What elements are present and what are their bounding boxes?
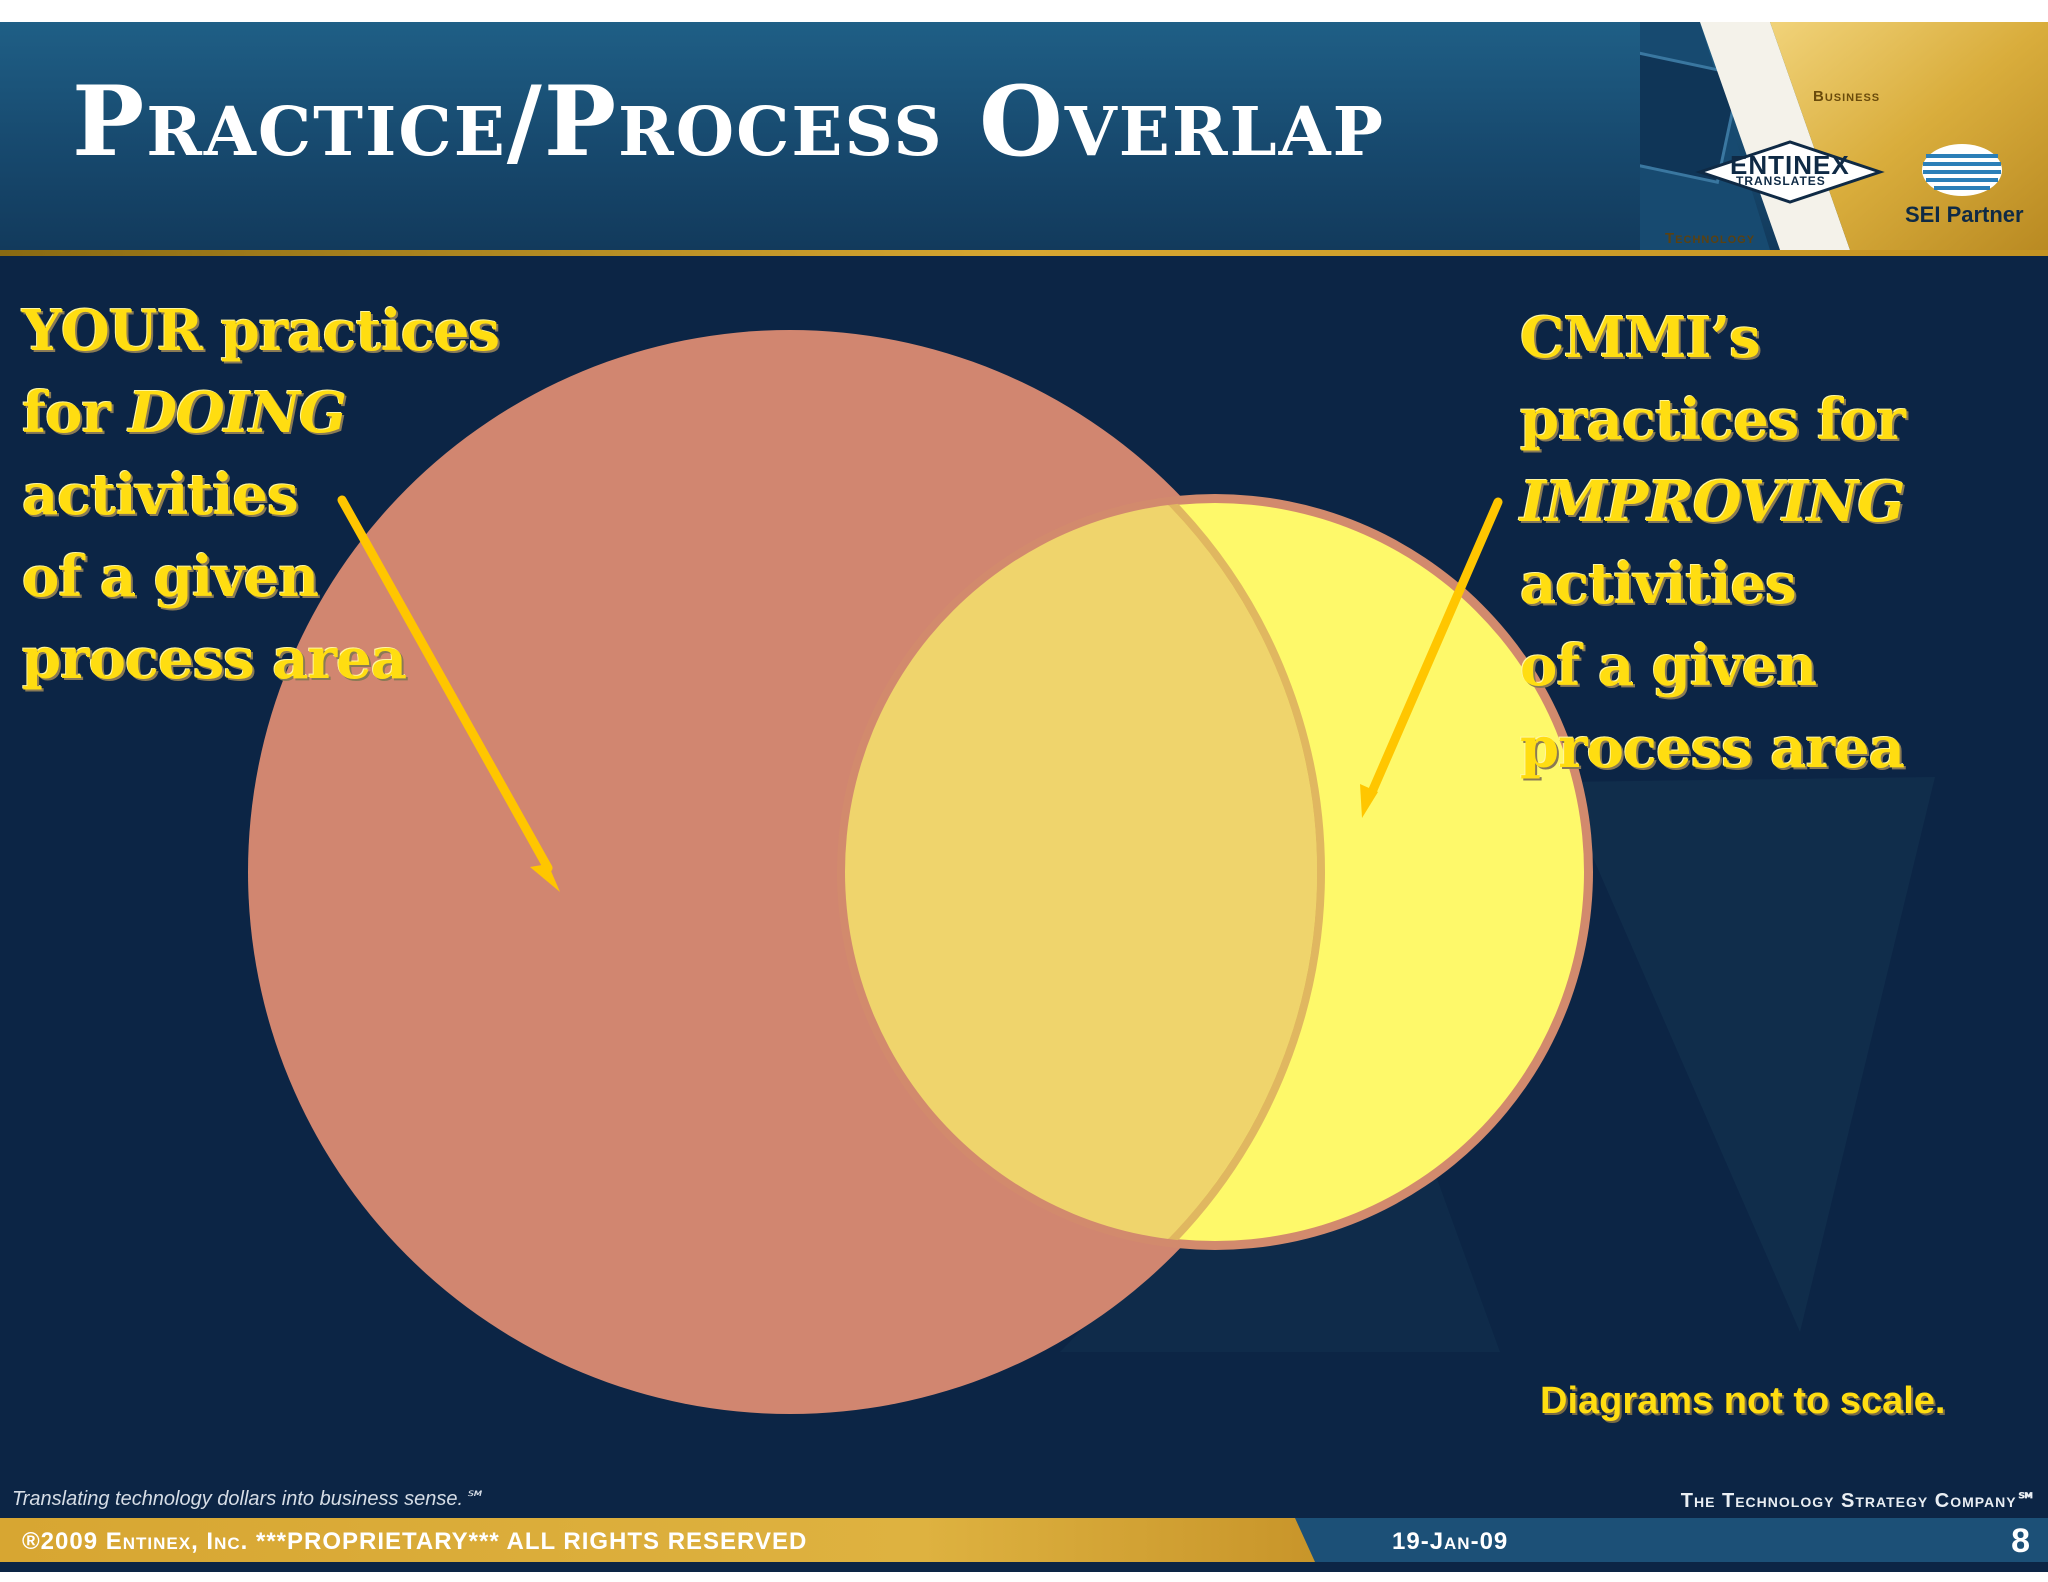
right-label-line: activities <box>1520 551 1797 617</box>
venn-diagram <box>248 330 1935 1414</box>
company-name: The Technology Strategy Company℠ <box>1680 1490 2038 1512</box>
brand-translates: TRANSLATES <box>1736 174 1826 188</box>
left-label-line: for DOING <box>22 372 499 454</box>
header-divider <box>0 250 2048 256</box>
arrows <box>337 495 1503 892</box>
brand-entinex: ENTINEX <box>1730 150 1850 180</box>
header-banner: Practice/Process Overlap <box>0 22 2048 250</box>
brand-logo-area: Business ENTINEX TRANSLATES Technology S… <box>1640 22 2048 250</box>
left-label: YOUR practices for DOING activities of a… <box>22 290 500 700</box>
scale-note: Diagrams not to scale. <box>1540 1380 1946 1422</box>
right-label-line: CMMI’s <box>1520 305 1761 371</box>
right-label-line: of a given <box>1520 633 1817 699</box>
right-arrow-head <box>1360 784 1378 818</box>
right-label-line: IMPROVING <box>1520 461 1905 543</box>
overlap-edge <box>845 502 1325 1242</box>
brand-business: Business <box>1813 88 1881 105</box>
brand-sei-partner: SEI Partner <box>1905 202 2024 227</box>
slide: Practice/Process Overlap <box>0 22 2048 1572</box>
right-label-line: process area <box>1520 715 1905 781</box>
left-label-line: activities <box>22 462 299 528</box>
left-arrow <box>337 495 553 873</box>
left-label-line: YOUR practices <box>22 298 500 364</box>
left-label-emphasis: DOING <box>128 380 347 446</box>
brand-technology: Technology <box>1665 230 1756 247</box>
right-label-line: practices for <box>1520 387 1906 453</box>
left-arrow-head <box>530 864 560 892</box>
slide-title: Practice/Process Overlap <box>72 65 1386 178</box>
tagline: Translating technology dollars into busi… <box>12 1488 484 1510</box>
left-label-text: for <box>22 380 129 446</box>
slide-date: 19-Jan-09 <box>1392 1528 1509 1555</box>
footer-gold-band <box>0 1518 1315 1562</box>
left-label-line: process area <box>22 626 407 692</box>
left-label-line: of a given <box>22 544 319 610</box>
right-label: CMMI’s practices for IMPROVING activitie… <box>1520 297 1906 789</box>
sei-globe-icon <box>1922 144 2002 196</box>
right-arrow <box>1367 497 1503 797</box>
page-number: 8 <box>2011 1522 2030 1560</box>
right-label-emphasis: IMPROVING <box>1520 469 1905 535</box>
bg-shape <box>1560 777 1935 1332</box>
copyright: ®2009 Entinex, Inc. ***PROPRIETARY*** AL… <box>22 1528 808 1555</box>
entinex-diamond <box>1695 140 1885 204</box>
overlap-region <box>845 502 1317 1242</box>
brand-graphic <box>1640 22 2048 250</box>
